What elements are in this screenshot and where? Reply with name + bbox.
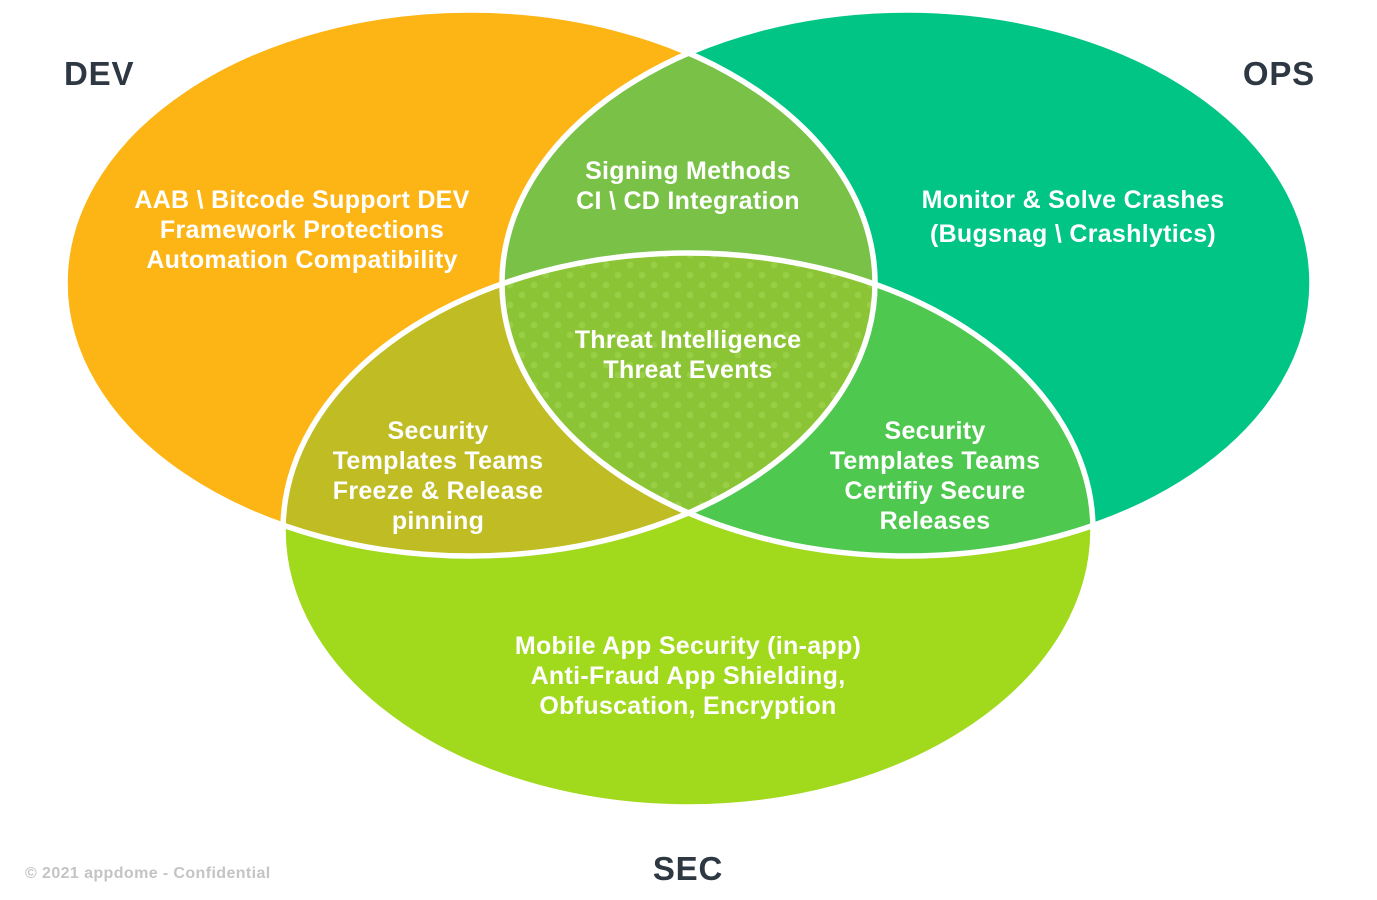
dev-sec-line: pinning: [392, 507, 484, 535]
dev-region-line: Framework Protections: [160, 216, 444, 244]
sec-label: SEC: [653, 850, 723, 887]
dev-region-line: AAB \ Bitcode Support DEV: [134, 186, 469, 214]
sec-region-line: Obfuscation, Encryption: [539, 692, 836, 720]
confidential-footer: © 2021 appdome - Confidential: [25, 865, 271, 882]
ops-region-line: Monitor & Solve Crashes: [922, 186, 1225, 214]
ops-sec-line: Security: [884, 417, 985, 445]
sec-region-line: Anti-Fraud App Shielding,: [531, 662, 846, 690]
center-line: Threat Intelligence: [575, 326, 802, 354]
ops-sec-region-text: Security Templates Teams Certifiy Secure…: [830, 417, 1041, 535]
sec-region-text: Mobile App Security (in-app) Anti-Fraud …: [515, 632, 861, 720]
dev-sec-region-text: Security Templates Teams Freeze & Releas…: [333, 417, 544, 535]
dev-ops-line: CI \ CD Integration: [576, 187, 800, 215]
sec-circle-outline: [280, 250, 1096, 810]
dev-sec-line: Freeze & Release: [333, 477, 543, 505]
dev-region-line: Automation Compatibility: [146, 246, 457, 274]
ops-sec-line: Releases: [880, 507, 991, 535]
ops-sec-line: Certifiy Secure: [845, 477, 1026, 505]
dev-label: DEV: [64, 55, 134, 92]
dev-ops-line: Signing Methods: [585, 157, 791, 185]
ops-label: OPS: [1243, 55, 1315, 92]
ops-region-text: Monitor & Solve Crashes (Bugsnag \ Crash…: [922, 186, 1225, 248]
ops-sec-line: Templates Teams: [830, 447, 1041, 475]
dev-ops-region-text: Signing Methods CI \ CD Integration: [576, 157, 800, 215]
center-region-text: Threat Intelligence Threat Events: [575, 326, 802, 384]
dev-sec-line: Security: [387, 417, 488, 445]
ops-region-line: (Bugsnag \ Crashlytics): [930, 220, 1216, 248]
center-line: Threat Events: [603, 356, 772, 384]
sec-region-line: Mobile App Security (in-app): [515, 632, 861, 660]
dev-sec-line: Templates Teams: [333, 447, 544, 475]
dev-region-text: AAB \ Bitcode Support DEV Framework Prot…: [134, 186, 469, 274]
